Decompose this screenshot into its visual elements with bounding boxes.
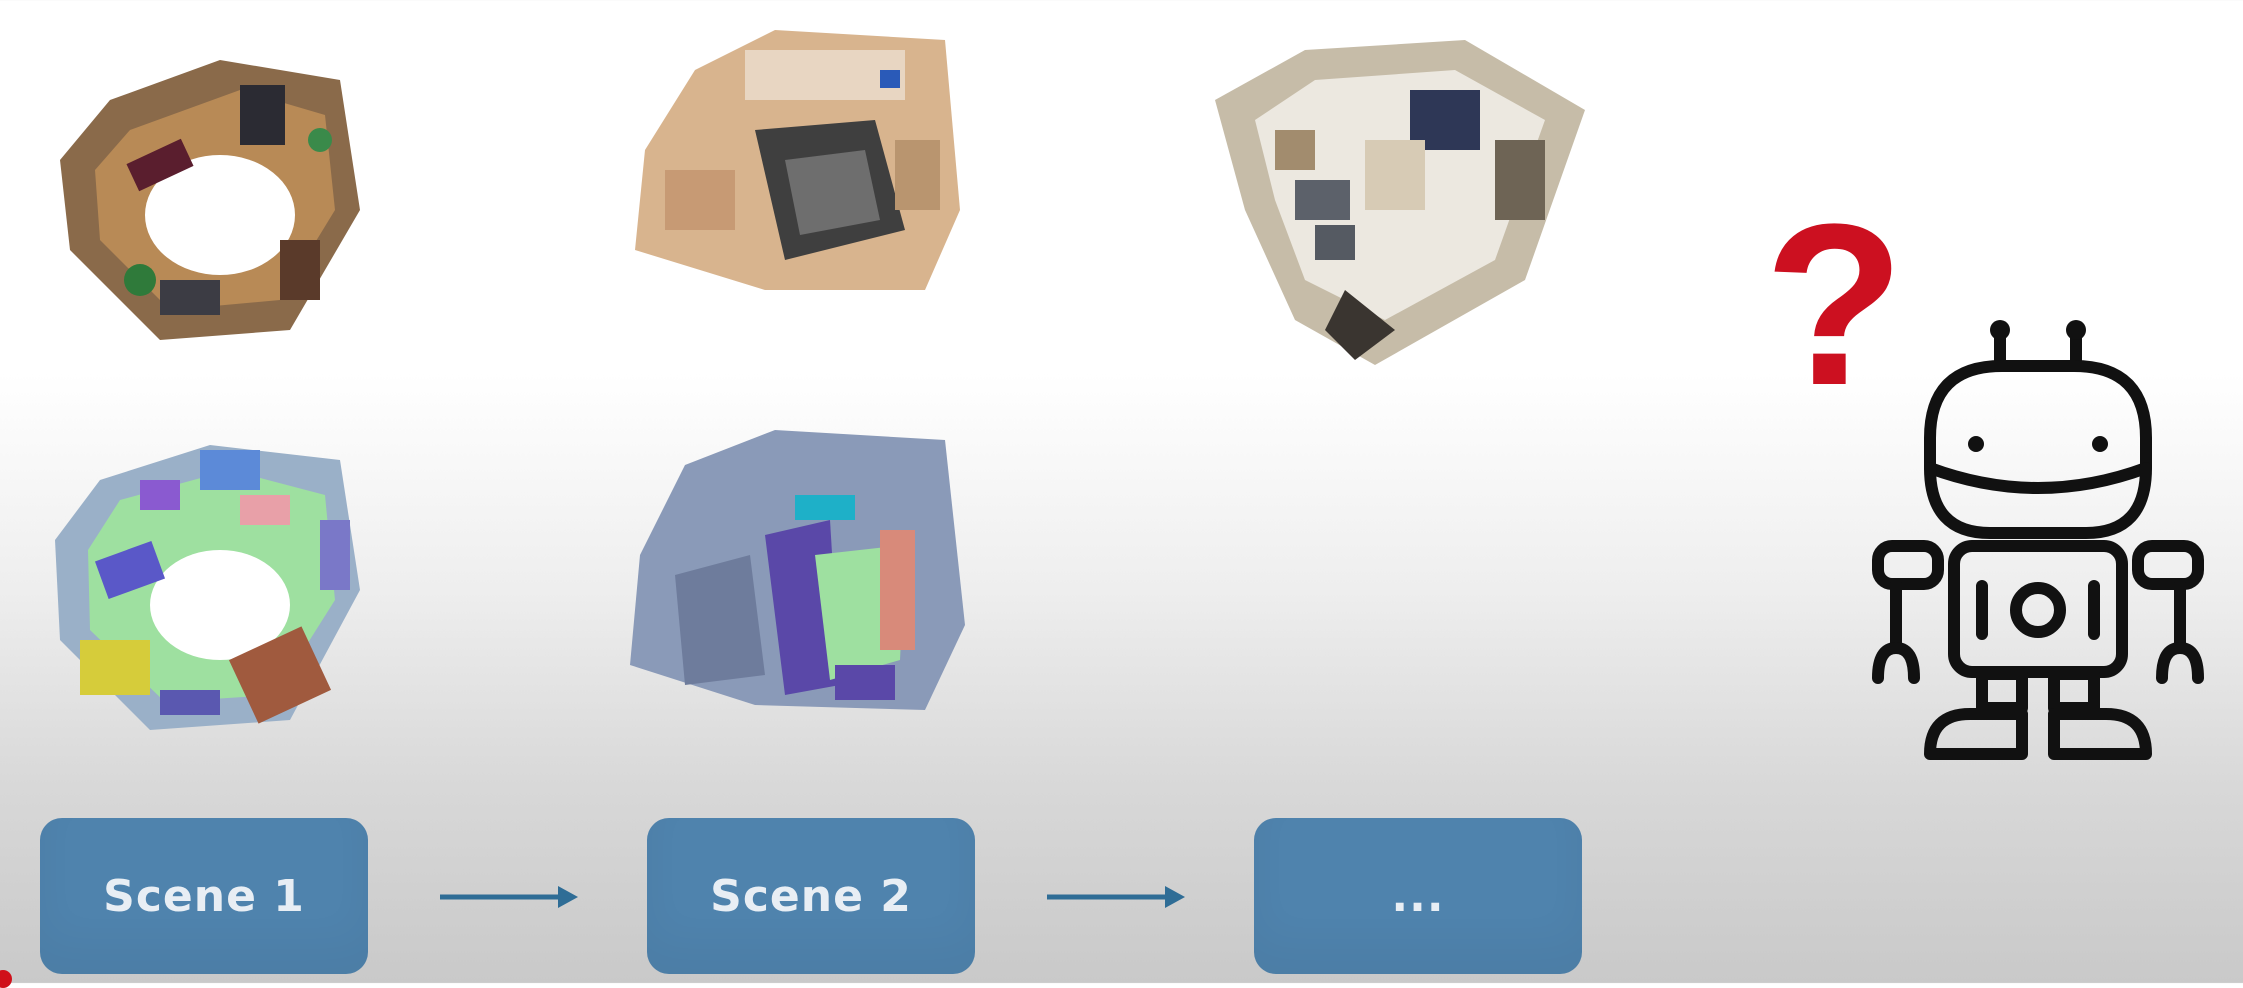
recording-dot [0,970,12,988]
scene-2-box: Scene 2 [647,818,975,974]
right-arrow-icon [1045,880,1187,914]
scene-2-rgb-reconstruction [625,10,970,310]
scene-1-box: Scene 1 [40,818,368,974]
scene-3-rgb-reconstruction [1195,30,1590,370]
question-mark: ? [1764,176,1905,433]
scene-2-label: Scene 2 [710,870,912,922]
right-arrow-icon [438,880,580,914]
scene-2-semantic-segmentation [625,425,970,715]
scene-more-label: ... [1391,870,1445,922]
scene-1-label: Scene 1 [103,870,305,922]
scene-1-rgb-reconstruction [40,40,370,360]
scene-1-semantic-segmentation [40,440,370,740]
scene-more-box: ... [1254,818,1582,974]
robot-icon [1870,318,2210,764]
